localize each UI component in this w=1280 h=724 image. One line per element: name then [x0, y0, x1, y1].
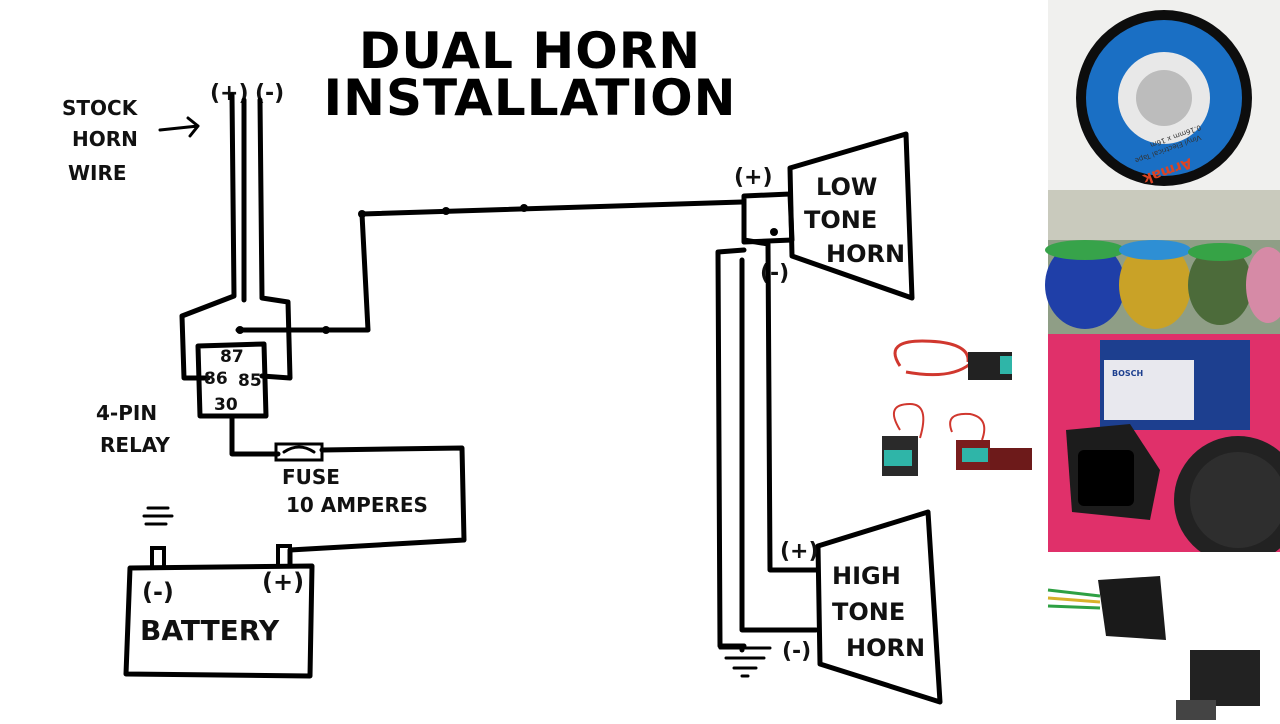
- horn-box-label: [1104, 360, 1194, 420]
- low-horn-connector: [741, 191, 795, 245]
- relay-wire-yellow: [1047, 596, 1101, 604]
- horn-disc-inner: [1190, 452, 1280, 548]
- relay-wire-green: [1047, 588, 1101, 598]
- title-line2: INSTALLATION: [324, 69, 737, 127]
- spool-pink: [1246, 247, 1280, 323]
- relay-title-2: RELAY: [100, 433, 170, 457]
- relay-body: [195, 341, 269, 419]
- horn-mouth: [1078, 450, 1134, 506]
- tape-hole: [1136, 70, 1192, 126]
- stock-label-3: WIRE: [68, 161, 127, 185]
- fuse-holder-2-insert: [884, 450, 912, 466]
- fuse-loop-3: [949, 412, 986, 441]
- relay-socket-photo: [1047, 552, 1280, 720]
- wire-spools-photo: [1045, 190, 1280, 334]
- battery-pos-terminal: [276, 544, 292, 568]
- wire-horn-negative-inner: [739, 257, 819, 633]
- wire-horn-negative-outer: [715, 247, 747, 649]
- stock-wire-positive: [179, 92, 237, 381]
- fuse-holder-3b: [990, 448, 1032, 470]
- stock-label-2: HORN: [72, 127, 138, 151]
- fuse: [274, 442, 324, 462]
- relay: 87 86 85 30: [195, 341, 269, 419]
- spool-yellow: [1119, 241, 1191, 329]
- spool-blue: [1045, 241, 1125, 329]
- title-line1: DUAL HORN: [359, 22, 701, 80]
- electrical-tape-photo: Armak Vinyl Electrical Tape 0.16mm x 16m: [1048, 0, 1280, 190]
- fuse-loop-2: [892, 402, 925, 439]
- fuse-loop-1b: [905, 362, 971, 377]
- low-tone-horn: LOW TONE HORN (+) (-): [734, 131, 915, 301]
- junction-dot-1: [322, 326, 330, 334]
- stock-wire-negative: [257, 97, 293, 381]
- spool-green-rim: [1188, 243, 1252, 261]
- relay-pin-30: 30: [214, 395, 238, 415]
- pointer-arrow: [158, 116, 200, 138]
- relay-pin-85: 85: [238, 371, 262, 391]
- low-horn-label-2: TONE: [804, 206, 877, 234]
- low-horn-neg: (-): [760, 261, 789, 286]
- relay-unit: [1190, 650, 1260, 706]
- low-horn-dot: [770, 228, 778, 236]
- relay-socket: [1098, 576, 1166, 640]
- spool-blue-rim: [1045, 240, 1125, 260]
- stock-label-1: STOCK: [62, 96, 139, 120]
- junction-dot-3: [442, 207, 450, 215]
- fuse-element: [282, 445, 316, 454]
- fuse-holder-photo: [868, 324, 1048, 500]
- junction-dot-2: [358, 210, 366, 218]
- relay-wire-green-2: [1047, 604, 1101, 610]
- battery-body: [123, 563, 315, 679]
- spool-green: [1188, 245, 1252, 325]
- spool-yellow-rim: [1119, 240, 1191, 260]
- battery-ground-icon: [142, 506, 174, 526]
- wire-relay-to-fuse: [229, 413, 281, 457]
- battery-pos-label: (+): [262, 568, 304, 596]
- relay-title-1: 4-PIN: [96, 401, 157, 425]
- stock-horn-wire-label: STOCK HORN WIRE: [62, 96, 139, 185]
- spools-wall: [1048, 190, 1280, 240]
- high-horn-label-1: HIGH: [832, 562, 901, 590]
- wire-relay-to-horns: [235, 199, 745, 333]
- fuse-holder-3-insert: [962, 448, 988, 462]
- horn-product-photo: BOSCH: [1048, 334, 1280, 564]
- junction-dot-5: [236, 326, 244, 334]
- low-horn-pos: (+): [734, 165, 773, 190]
- high-tone-horn: HIGH TONE HORN (+) (-): [780, 509, 943, 705]
- low-horn-label-3: HORN: [826, 240, 905, 268]
- junction-dot-4: [520, 204, 528, 212]
- high-horn-pos: (+): [780, 539, 819, 564]
- horn-box-text: BOSCH: [1112, 369, 1143, 378]
- relay-pin-86: 86: [204, 369, 228, 389]
- fuse-holder-1-insert: [1000, 356, 1012, 374]
- low-horn-label-1: LOW: [816, 173, 877, 201]
- fuse-loop-1: [893, 339, 970, 367]
- wire-horn-positive-link: [741, 237, 821, 573]
- high-horn-neg: (-): [782, 639, 811, 664]
- relay-pins: [1176, 700, 1216, 720]
- battery-neg-terminal: [150, 546, 166, 570]
- horn-ground-icon: [718, 646, 772, 678]
- battery-neg-label: (-): [142, 578, 174, 606]
- battery: (-) (+) BATTERY: [123, 544, 315, 679]
- high-horn-label-2: TONE: [832, 598, 905, 626]
- fuse-label-2: 10 AMPERES: [286, 493, 428, 517]
- battery-label: BATTERY: [140, 614, 280, 647]
- high-horn-body: [815, 509, 943, 705]
- relay-pin-87: 87: [220, 347, 244, 367]
- fuse-label-1: FUSE: [282, 465, 340, 489]
- high-horn-label-3: HORN: [846, 634, 925, 662]
